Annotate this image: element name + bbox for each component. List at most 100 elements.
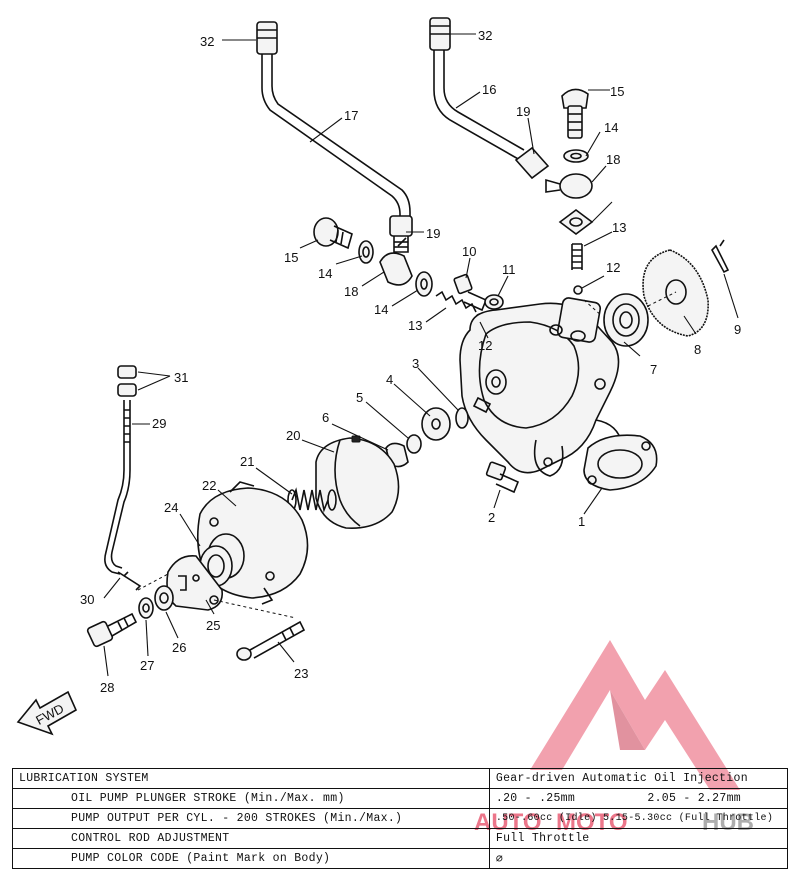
check-ball-12-right — [573, 285, 583, 295]
washer-27 — [138, 597, 154, 619]
pump-body — [459, 297, 623, 477]
pump-cover-20 — [315, 435, 400, 529]
plate-4 — [421, 407, 451, 441]
spec-row-value: ∅ — [488, 848, 789, 869]
banjo-fitting-18-left — [379, 237, 413, 286]
oil-pipe-17 — [261, 52, 411, 218]
assembly-line-d — [647, 291, 677, 307]
callout-32-right: 32 — [478, 28, 492, 43]
callout-6: 6 — [322, 410, 329, 425]
spec-row-value: Full Throttle — [488, 828, 789, 849]
callout-19-left: 19 — [426, 226, 440, 241]
callout-25: 25 — [206, 618, 220, 633]
callout-5: 5 — [356, 390, 363, 405]
callout-19-right: 19 — [516, 104, 530, 119]
callout-labels: 1 2 3 4 5 6 7 8 9 10 11 12 12 13 13 14 1… — [80, 28, 741, 695]
adjust-plate-25 — [166, 555, 224, 611]
stroke-min-value: .20 - .25mm — [495, 792, 576, 805]
washer-11 — [484, 294, 504, 310]
callout-27: 27 — [140, 658, 154, 673]
spec-row-label: PUMP COLOR CODE (Paint Mark on Body) — [12, 848, 490, 869]
callout-1: 1 — [578, 514, 585, 529]
control-rod-29 — [104, 400, 131, 575]
clip-30 — [117, 571, 142, 591]
callout-2: 2 — [488, 510, 495, 525]
callout-14-left-b: 14 — [374, 302, 388, 317]
callout-15-right: 15 — [610, 84, 624, 99]
screw-2 — [485, 461, 520, 494]
callout-8: 8 — [694, 342, 701, 357]
callout-18-left: 18 — [344, 284, 358, 299]
bearing-7 — [603, 293, 649, 347]
callout-15-left: 15 — [284, 250, 298, 265]
stroke-max-value: 2.05 - 2.27mm — [647, 792, 741, 805]
callout-10: 10 — [462, 244, 476, 259]
banjo-bolt-15-right — [561, 88, 589, 139]
callout-18-right: 18 — [606, 152, 620, 167]
callout-24: 24 — [164, 500, 178, 515]
callout-13-right: 13 — [612, 220, 626, 235]
union-19-left — [389, 215, 413, 253]
callout-3: 3 — [412, 356, 419, 371]
callout-11: 11 — [502, 262, 516, 277]
callout-32-left: 32 — [200, 34, 214, 49]
callout-23: 23 — [294, 666, 308, 681]
banjo-bolt-15-left — [313, 217, 353, 250]
spec-row-pump-output: PUMP OUTPUT PER CYL. - 200 STROKES (Min.… — [12, 808, 789, 829]
screw-10 — [453, 273, 488, 312]
callout-9: 9 — [734, 322, 741, 337]
spec-header-label: LUBRICATION SYSTEM — [12, 768, 490, 789]
drive-gear-8 — [642, 249, 709, 337]
leader-lines — [103, 33, 739, 677]
spec-header-value: Gear-driven Automatic Oil Injection — [488, 768, 789, 789]
pin-5 — [406, 434, 422, 454]
check-spring-13-left — [435, 290, 477, 313]
callout-31: 31 — [174, 370, 188, 385]
callout-28: 28 — [100, 680, 114, 695]
washer-14-right-b — [558, 209, 594, 235]
pipe-fitting-32-right — [429, 17, 451, 51]
spec-row-value: .20 - .25mm 2.05 - 2.27mm — [488, 788, 789, 809]
check-spring-13-right — [571, 243, 583, 270]
spring-21 — [287, 487, 337, 513]
spec-row-control-rod: CONTROL ROD ADJUSTMENT Full Throttle — [12, 828, 789, 849]
callout-22: 22 — [202, 478, 216, 493]
callout-20: 20 — [286, 428, 300, 443]
shaft-end — [472, 396, 492, 414]
lubrication-spec-table: LUBRICATION SYSTEM Gear-driven Automatic… — [12, 768, 789, 869]
washer-14-right-a — [563, 149, 589, 163]
fwd-arrow-icon: FWD — [16, 690, 78, 736]
spec-row-color-code: PUMP COLOR CODE (Paint Mark on Body) ∅ — [12, 848, 789, 869]
banjo-fitting-18-right — [545, 173, 593, 199]
callout-14-right: 14 — [604, 120, 618, 135]
callout-12-left: 12 — [478, 338, 492, 353]
callout-26: 26 — [172, 640, 186, 655]
spec-row-label: PUMP OUTPUT PER CYL. - 200 STROKES (Min.… — [12, 808, 490, 829]
bolt-23 — [236, 620, 306, 661]
nut-31-bottom — [117, 383, 137, 397]
callout-13-left: 13 — [408, 318, 422, 333]
union-19-right — [514, 146, 550, 180]
oil-pump-exploded-diagram: FWD — [16, 17, 741, 736]
callout-4: 4 — [386, 372, 393, 387]
callout-14-left-a: 14 — [318, 266, 332, 281]
assembly-line-a — [213, 599, 297, 619]
spec-row-label: CONTROL ROD ADJUSTMENT — [12, 828, 490, 849]
screw-28 — [86, 612, 138, 648]
callout-7: 7 — [650, 362, 657, 377]
callout-21: 21 — [240, 454, 254, 469]
washer-14-left-a — [358, 240, 374, 264]
spec-row-plunger-stroke: OIL PUMP PLUNGER STROKE (Min./Max. mm) .… — [12, 788, 789, 809]
washer-26 — [154, 585, 174, 611]
washer-14-left-b — [415, 271, 433, 297]
gasket-1 — [583, 434, 658, 491]
spec-header-row: LUBRICATION SYSTEM Gear-driven Automatic… — [12, 768, 789, 789]
assembly-line-c — [583, 299, 603, 317]
callout-12-right: 12 — [606, 260, 620, 275]
clip-9 — [711, 239, 730, 274]
callout-16: 16 — [482, 82, 496, 97]
callout-29: 29 — [152, 416, 166, 431]
callout-30: 30 — [80, 592, 94, 607]
spec-row-label: OIL PUMP PLUNGER STROKE (Min./Max. mm) — [12, 788, 490, 809]
oil-pipe-16 — [433, 48, 525, 161]
